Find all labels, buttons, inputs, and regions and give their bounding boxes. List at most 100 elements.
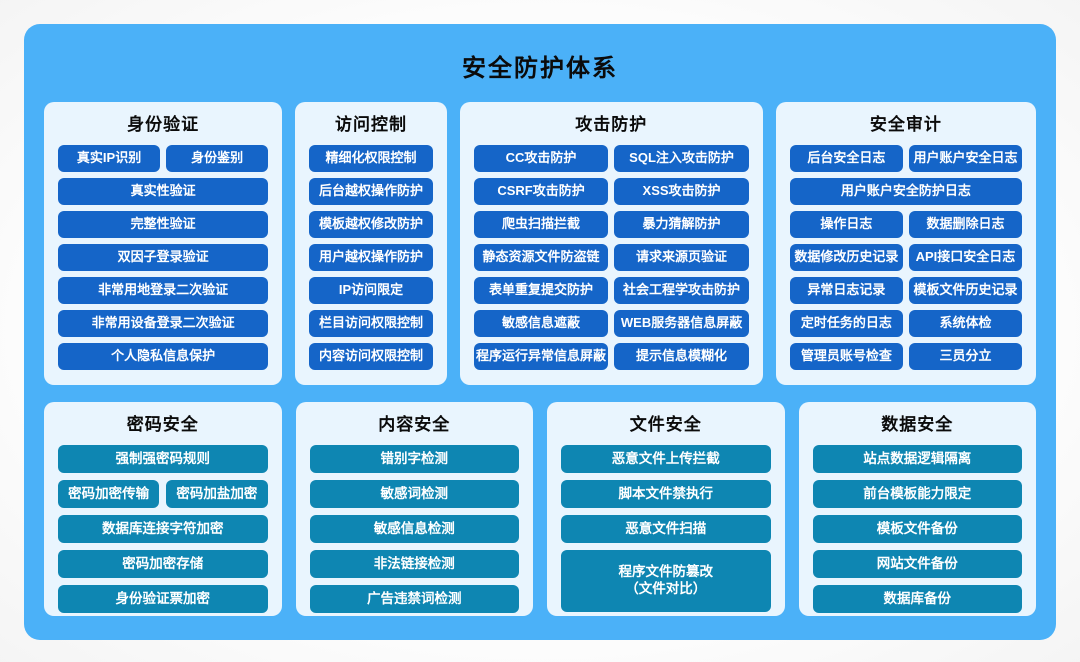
feature-item: 前台模板能力限定 <box>812 480 1022 508</box>
section-body: 精细化权限控制后台越权操作防护模板越权修改防护用户越权操作防护 IP访问限定栏目访… <box>309 145 433 370</box>
feature-item: 身份验证票加密 <box>58 585 268 613</box>
feature-item: 异常日志记录 <box>789 277 903 304</box>
section-title-attack-protection: 攻击防护 <box>575 115 648 134</box>
section-body: 错别字检测敏感词检测敏感信息检测非法链接检测广告违禁词检测 <box>309 445 519 613</box>
feature-item: 精细化权限控制 <box>309 145 433 172</box>
feature-item: CSRF攻击防护 <box>473 178 609 205</box>
feature-item: 密码加密存储 <box>58 550 268 578</box>
feature-item: 管理员账号检查 <box>789 343 903 370</box>
feature-item: 密码加盐加密 <box>166 480 268 508</box>
section-title-security-audit: 安全审计 <box>869 115 942 134</box>
section-card-password-security: 密码安全强制强密码规则密码加密传输密码加盐加密数据库连接字符加密密码加密存储身份… <box>44 402 282 616</box>
feature-item: 用户账户安全防护日志 <box>789 178 1022 205</box>
feature-item: 请求来源页验证 <box>614 244 749 271</box>
feature-item: XSS攻击防护 <box>614 178 749 205</box>
feature-item: CC攻击防护 <box>473 145 609 172</box>
button-pair-row: 真实IP识别身份鉴别 <box>58 145 269 172</box>
feature-item: 定时任务的日志 <box>789 310 903 337</box>
button-pair-row: 静态资源文件防盗链请求来源页验证 <box>473 244 749 271</box>
feature-item: 模板文件备份 <box>812 515 1022 543</box>
feature-item: 非法链接检测 <box>309 550 519 578</box>
feature-item: 静态资源文件防盗链 <box>473 244 609 271</box>
feature-item: 三员分立 <box>908 343 1022 370</box>
feature-item: API接口安全日志 <box>908 244 1022 271</box>
feature-item: 后台越权操作防护 <box>309 178 433 205</box>
feature-item: 密码加密传输 <box>58 480 160 508</box>
feature-item: 表单重复提交防护 <box>473 277 609 304</box>
feature-item: 数据库连接字符加密 <box>58 515 268 543</box>
feature-item: 敏感信息检测 <box>309 515 519 543</box>
feature-item: 程序运行异常信息屏蔽 <box>473 343 609 370</box>
feature-item: 系统体检 <box>908 310 1022 337</box>
page-title: 安全防护体系 <box>462 55 618 82</box>
feature-item: 个人隐私信息保护 <box>58 343 269 370</box>
feature-item: 后台安全日志 <box>789 145 903 172</box>
feature-item: 恶意文件扫描 <box>561 515 771 543</box>
section-card-data-security: 数据安全站点数据逻辑隔离前台模板能力限定模板文件备份网站文件备份数据库备份 <box>798 402 1036 616</box>
feature-item: 数据修改历史记录 <box>789 244 903 271</box>
button-pair-row: 密码加密传输密码加盐加密 <box>58 480 268 508</box>
feature-item: WEB服务器信息屏蔽 <box>614 310 749 337</box>
button-pair-row: 爬虫扫描拦截暴力猜解防护 <box>473 211 749 238</box>
feature-item: 恶意文件上传拦截 <box>561 445 771 473</box>
feature-item: 脚本文件禁执行 <box>561 480 771 508</box>
feature-item: 数据库备份 <box>812 585 1022 613</box>
button-pair-row: 定时任务的日志系统体检 <box>789 310 1022 337</box>
feature-item: 数据删除日志 <box>908 211 1022 238</box>
section-title-identity-verification: 身份验证 <box>127 115 200 134</box>
section-card-file-security: 文件安全恶意文件上传拦截脚本文件禁执行恶意文件扫描程序文件防篡改 （文件对比） <box>547 402 785 616</box>
section-card-content-security: 内容安全错别字检测敏感词检测敏感信息检测非法链接检测广告违禁词检测 <box>295 402 533 616</box>
section-title-access-control: 访问控制 <box>335 115 407 134</box>
feature-item: 暴力猜解防护 <box>614 211 749 238</box>
section-card-security-audit: 安全审计后台安全日志用户账户安全日志用户账户安全防护日志操作日志数据删除日志数据… <box>775 102 1036 385</box>
feature-item: 爬虫扫描拦截 <box>473 211 609 238</box>
feature-item: 完整性验证 <box>58 211 269 238</box>
section-title-file-security: 文件安全 <box>629 415 702 434</box>
button-pair-row: 管理员账号检查三员分立 <box>789 343 1022 370</box>
feature-item: 广告违禁词检测 <box>309 585 519 613</box>
security-system-panel: 安全防护体系 身份验证真实IP识别身份鉴别真实性验证完整性验证双因子登录验证非常… <box>24 24 1056 640</box>
section-body: 真实IP识别身份鉴别真实性验证完整性验证双因子登录验证非常用地登录二次验证非常用… <box>58 145 269 370</box>
feature-item: 非常用地登录二次验证 <box>58 277 269 304</box>
feature-item: 社会工程学攻击防护 <box>614 277 749 304</box>
feature-item: 模板文件历史记录 <box>908 277 1022 304</box>
feature-item: 真实性验证 <box>58 178 269 205</box>
feature-item: 用户越权操作防护 <box>309 244 433 271</box>
feature-item: 网站文件备份 <box>812 550 1022 578</box>
cards-row-bottom: 密码安全强制强密码规则密码加密传输密码加盐加密数据库连接字符加密密码加密存储身份… <box>44 402 1036 616</box>
button-pair-row: 表单重复提交防护社会工程学攻击防护 <box>473 277 749 304</box>
feature-item: 敏感信息遮蔽 <box>473 310 609 337</box>
feature-item: 强制强密码规则 <box>58 445 268 473</box>
section-card-identity-verification: 身份验证真实IP识别身份鉴别真实性验证完整性验证双因子登录验证非常用地登录二次验… <box>44 102 283 385</box>
section-card-access-control: 访问控制精细化权限控制后台越权操作防护模板越权修改防护用户越权操作防护 IP访问限… <box>295 102 447 385</box>
feature-item: 身份鉴别 <box>166 145 269 172</box>
button-pair-row: 后台安全日志用户账户安全日志 <box>789 145 1022 172</box>
section-body: 强制强密码规则密码加密传输密码加盐加密数据库连接字符加密密码加密存储身份验证票加… <box>58 445 268 613</box>
button-pair-row: 异常日志记录模板文件历史记录 <box>789 277 1022 304</box>
cards-row-top: 身份验证真实IP识别身份鉴别真实性验证完整性验证双因子登录验证非常用地登录二次验… <box>44 102 1036 385</box>
feature-item: 提示信息模糊化 <box>614 343 749 370</box>
feature-item: 内容访问权限控制 <box>309 343 433 370</box>
feature-item: SQL注入攻击防护 <box>614 145 749 172</box>
feature-item: 模板越权修改防护 <box>309 211 433 238</box>
section-title-content-security: 内容安全 <box>378 415 451 434</box>
feature-item: 敏感词检测 <box>309 480 519 508</box>
section-title-password-security: 密码安全 <box>126 415 199 434</box>
feature-item: 真实IP识别 <box>58 145 161 172</box>
feature-item: 操作日志 <box>789 211 903 238</box>
feature-item: 栏目访问权限控制 <box>309 310 433 337</box>
feature-item: 程序文件防篡改 （文件对比） <box>561 550 771 612</box>
feature-item: IP访问限定 <box>309 277 433 304</box>
feature-item: 双因子登录验证 <box>58 244 269 271</box>
feature-item: 错别字检测 <box>309 445 519 473</box>
section-title-data-security: 数据安全 <box>881 415 954 434</box>
feature-item: 站点数据逻辑隔离 <box>812 445 1022 473</box>
section-body: 站点数据逻辑隔离前台模板能力限定模板文件备份网站文件备份数据库备份 <box>812 445 1022 613</box>
button-pair-row: 程序运行异常信息屏蔽提示信息模糊化 <box>473 343 749 370</box>
